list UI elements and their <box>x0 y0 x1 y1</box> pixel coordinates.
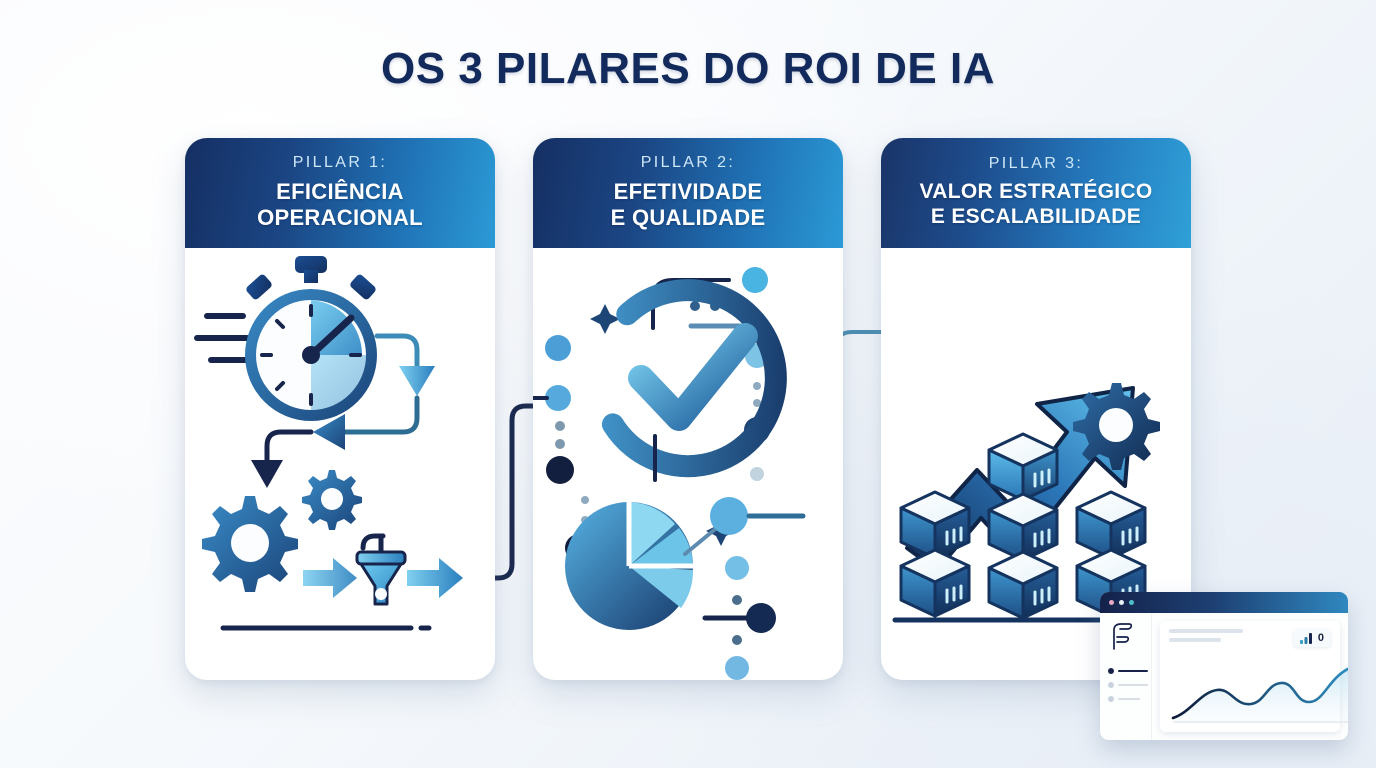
pillar-3-title-line1: VALOR ESTRATÉGICO <box>919 180 1153 204</box>
browser-sidebar <box>1100 613 1152 740</box>
pillar-3-title-line2: E ESCALABILIDADE <box>930 204 1142 228</box>
nav-bullet-icon <box>1108 696 1114 702</box>
pillar-2-label: PILLAR 2: <box>640 153 736 171</box>
gear-large-icon <box>202 496 298 592</box>
nav-bullet-icon <box>1108 668 1114 674</box>
nav-label-placeholder <box>1118 669 1148 673</box>
pillar-card-2-header: PILLAR 2: EFETIVIDADE E QUALIDADE <box>533 138 843 248</box>
pillar-1-title-line2: OPERACIONAL <box>257 204 423 230</box>
bar-chart-icon <box>1299 632 1312 644</box>
badge-value: 0 <box>1317 632 1324 644</box>
f-logo-icon <box>1113 623 1133 650</box>
pillar-card-1[interactable]: PILLAR 1: EFICIÊNCIA OPERACIONAL <box>185 138 495 680</box>
connector-node-icon <box>683 497 806 680</box>
pillar-3-label: PILLAR 3: <box>988 155 1084 173</box>
skeleton-line <box>1169 638 1221 642</box>
pillar-1-title-line1: EFICIÊNCIA <box>276 178 404 204</box>
browser-content: 0 <box>1100 613 1348 740</box>
arrow-right-icon <box>303 558 357 598</box>
pillar-3-title: VALOR ESTRATÉGICO E ESCALABILIDADE <box>920 180 1153 229</box>
browser-nav-list <box>1108 668 1151 702</box>
page-title: OS 3 PILARES DO ROI DE IA <box>381 44 995 93</box>
pillar-card-3[interactable]: PILLAR 3: VALOR ESTRATÉGICO E ESCALABILI… <box>881 138 1191 680</box>
check-circle-icon <box>588 279 787 478</box>
pillar-card-1-body <box>185 248 495 680</box>
gear-small-icon <box>302 470 362 530</box>
window-dot-pink[interactable] <box>1109 600 1114 605</box>
trend-line-chart <box>1171 667 1348 723</box>
browser-main-panel: 0 <box>1152 613 1348 740</box>
skeleton-text <box>1169 629 1243 642</box>
gear-icon <box>1073 383 1160 470</box>
nav-item[interactable] <box>1108 682 1151 688</box>
pillar-1-title: EFICIÊNCIA OPERACIONAL <box>257 179 423 230</box>
arrow-right-out-icon <box>407 558 463 598</box>
skeleton-line <box>1169 629 1243 633</box>
pillar-card-1-header: PILLAR 1: EFICIÊNCIA OPERACIONAL <box>185 138 495 248</box>
server-cubes-icon <box>899 432 1147 620</box>
flow-arrow-down-icon <box>374 333 435 396</box>
pie-chart-icon <box>565 502 694 630</box>
speed-lines-icon <box>194 313 250 363</box>
nav-bullet-icon <box>1108 682 1114 688</box>
dashboard-card-header: 0 <box>1169 629 1331 647</box>
pillar-card-2[interactable]: PILLAR 2: EFETIVIDADE E QUALIDADE <box>533 138 843 680</box>
pillar-1-label: PILLAR 1: <box>292 153 388 171</box>
nav-label-placeholder <box>1118 698 1140 700</box>
status-badge: 0 <box>1292 629 1331 647</box>
nav-item-active[interactable] <box>1108 668 1151 674</box>
funnel-icon <box>355 533 407 606</box>
pillar-2-title: EFETIVIDADE E QUALIDADE <box>611 179 766 230</box>
dashboard-card: 0 <box>1160 621 1348 732</box>
nav-label-placeholder <box>1118 684 1148 686</box>
browser-mockup[interactable]: 0 <box>1100 592 1348 740</box>
window-dot-white[interactable] <box>1119 600 1124 605</box>
nav-item[interactable] <box>1108 696 1151 702</box>
pillar-card-3-body <box>881 248 1191 680</box>
pillar-2-title-line1: EFETIVIDADE <box>613 178 763 204</box>
flow-arrow-left-icon <box>251 395 420 488</box>
pillar-card-3-header: PILLAR 3: VALOR ESTRATÉGICO E ESCALABILI… <box>881 138 1191 248</box>
window-dot-teal[interactable] <box>1129 600 1134 605</box>
stopwatch-icon <box>245 256 377 421</box>
pillar-card-2-body <box>533 248 843 680</box>
browser-title-bar <box>1100 592 1348 613</box>
pillar-2-title-line2: E QUALIDADE <box>610 204 766 230</box>
